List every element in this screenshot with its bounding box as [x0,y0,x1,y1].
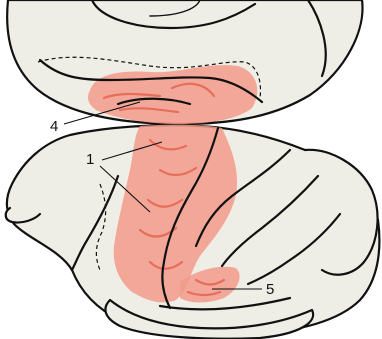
upper-hemisphere [7,0,362,124]
lower-hemisphere [6,125,380,339]
label-4: 4 [50,118,58,135]
label-1: 1 [86,151,94,168]
label-5: 5 [266,281,274,298]
